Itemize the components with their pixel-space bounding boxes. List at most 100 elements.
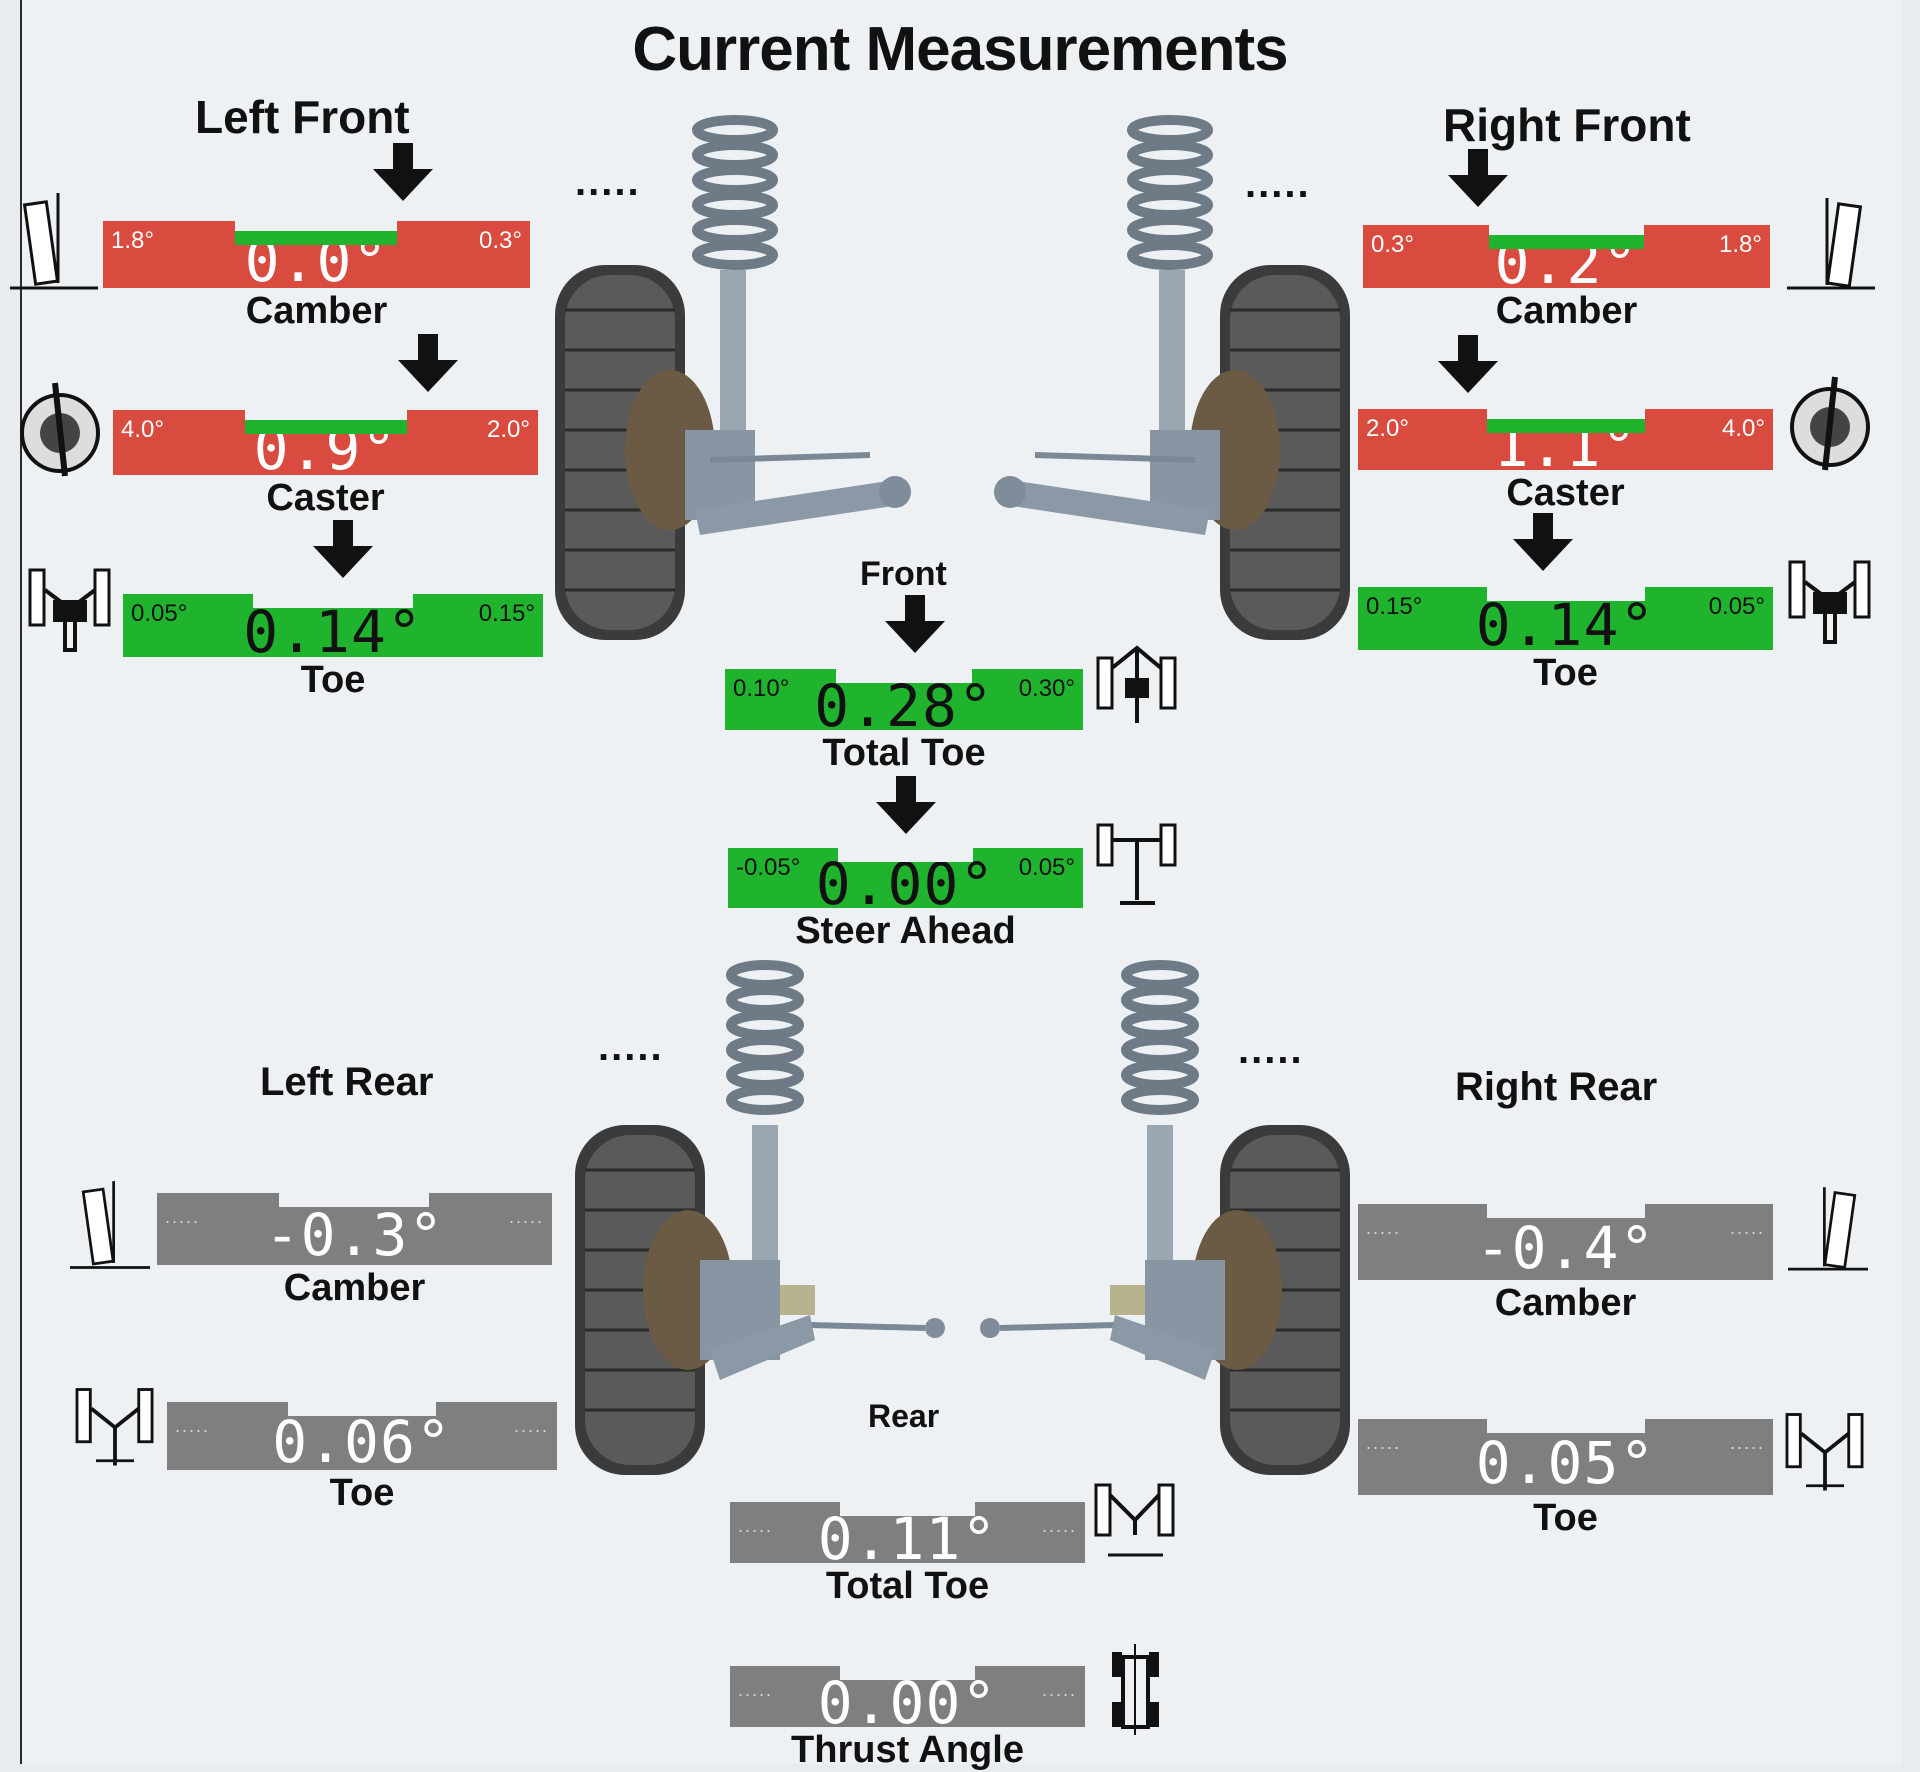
front-heading: Front <box>860 555 947 593</box>
gauge-max-limit: 4.0° <box>1722 415 1765 442</box>
gauge-value: 0.00° <box>817 1668 998 1737</box>
gauge-bar: 0.3°1.8°0.2° <box>1363 225 1770 292</box>
camber-icon <box>1787 198 1875 290</box>
gauge-min-limit: 4.0° <box>121 416 164 443</box>
gauge-min-limit: ..... <box>738 1680 774 1700</box>
gauge-label: Steer Ahead <box>795 910 1016 952</box>
gauge-tolerance-band <box>279 1193 429 1207</box>
gauge-label: Camber <box>245 290 388 332</box>
total-toe-icon <box>1094 1483 1175 1557</box>
right-front-camber-gauge[interactable]: 0.3°1.8°0.2°Camber <box>1363 149 1770 332</box>
arrow-down-icon <box>311 519 375 580</box>
rear-total-toe-gauge[interactable]: ..........0.11°Total Toe <box>730 1478 1085 1607</box>
gauge-label: Camber <box>1495 290 1638 332</box>
gauge-bar: ..........0.05° <box>1358 1419 1773 1495</box>
gauge-value: -0.3° <box>264 1201 445 1269</box>
gauge-bar: ..........0.06° <box>167 1402 557 1471</box>
front-total-toe-gauge[interactable]: 0.10°0.30°0.28°Total Toe <box>725 595 1083 774</box>
gauge-label: Toe <box>1533 652 1598 694</box>
suspension-wheel-icon <box>575 960 945 1475</box>
gauge-bar: 2.0°4.0°1.1° <box>1358 409 1773 475</box>
gauge-tolerance-band <box>838 848 973 862</box>
suspension-wheel-icon <box>555 115 911 640</box>
arrow-down-icon <box>396 333 460 394</box>
gauge-label: Camber <box>283 1267 426 1309</box>
gauge-max-limit: 0.05° <box>1708 593 1765 620</box>
steer-ahead-icon <box>1096 823 1177 905</box>
right-rear-heading: Right Rear <box>1455 1065 1658 1109</box>
left-front-toe-gauge[interactable]: 0.05°0.15°0.14°Toe <box>123 519 543 701</box>
thrust-angle-gauge[interactable]: ..........0.00°Thrust Angle <box>730 1642 1085 1771</box>
gauge-min-limit: ..... <box>165 1207 201 1227</box>
gauge-green-range <box>1487 419 1645 433</box>
gauge-max-limit: 0.30° <box>1018 675 1075 702</box>
left-rear-toe-gauge[interactable]: ..........0.06°Toe <box>167 1375 557 1514</box>
gauge-label: Caster <box>1506 472 1625 514</box>
gauge-max-limit: ..... <box>1041 1516 1077 1536</box>
camber-icon <box>1788 1187 1868 1271</box>
gauge-bar: 0.15°0.05°0.14° <box>1358 587 1773 654</box>
gauge-min-limit: ..... <box>1366 1218 1402 1238</box>
gauge-label: Toe <box>1533 1497 1598 1539</box>
gauge-bar: 1.8°0.3°0.0° <box>103 221 530 290</box>
gauge-bar: ..........0.00° <box>730 1666 1085 1732</box>
dots-right-rear: ..... <box>1238 1028 1304 1072</box>
gauge-min-limit: 1.8° <box>111 227 154 254</box>
gauge-value: 0.14° <box>1475 590 1656 659</box>
gauge-bar: ..........-0.3° <box>157 1193 552 1265</box>
gauge-max-limit: ..... <box>513 1416 549 1436</box>
gauge-label: Thrust Angle <box>791 1729 1024 1771</box>
gauge-value: 0.11° <box>817 1504 998 1573</box>
left-front-heading: Left Front <box>195 91 410 143</box>
arrow-down-icon <box>1436 335 1500 395</box>
gauge-min-limit: ..... <box>738 1516 774 1536</box>
steer-ahead-gauge[interactable]: -0.05°0.05°0.00°Steer Ahead <box>728 775 1083 952</box>
gauge-max-limit: ..... <box>508 1207 544 1227</box>
arrow-down-icon <box>1511 512 1575 573</box>
gauge-bar: 0.05°0.15°0.14° <box>123 594 543 661</box>
gauge-tolerance-band <box>1487 1419 1645 1433</box>
gauge-min-limit: ..... <box>175 1416 211 1436</box>
left-front-camber-gauge[interactable]: 1.8°0.3°0.0°Camber <box>103 142 530 332</box>
right-front-caster-gauge[interactable]: 2.0°4.0°1.1°Caster <box>1358 335 1773 514</box>
thrust-angle-icon <box>1112 1644 1159 1735</box>
caster-icon <box>1790 376 1870 471</box>
gauge-max-limit: 0.05° <box>1018 854 1075 881</box>
right-rear-toe-gauge[interactable]: ..........0.05°Toe <box>1358 1390 1773 1539</box>
gauge-tolerance-band <box>840 1502 975 1516</box>
gauge-green-range <box>235 231 397 245</box>
gauge-bar: ..........0.11° <box>730 1502 1085 1568</box>
camber-icon <box>70 1181 150 1269</box>
gauge-label: Total Toe <box>822 732 986 774</box>
gauge-label: Toe <box>329 1472 395 1514</box>
gauge-max-limit: 0.15° <box>478 600 535 627</box>
left-front-caster-gauge[interactable]: 4.0°2.0°0.9°Caster <box>113 333 538 519</box>
gauge-bar: ..........-0.4° <box>1358 1204 1773 1280</box>
dots-left-front: ..... <box>575 160 641 204</box>
gauge-min-limit: 0.3° <box>1371 231 1414 258</box>
gauge-tolerance-band <box>1487 1204 1645 1218</box>
gauge-bar: -0.05°0.05°0.00° <box>728 848 1083 913</box>
gauge-max-limit: ..... <box>1729 1218 1765 1238</box>
toe-icon <box>75 1388 154 1466</box>
gauge-tolerance-band <box>1487 587 1645 601</box>
arrow-down-icon <box>371 142 435 203</box>
gauge-max-limit: ..... <box>1041 1680 1077 1700</box>
gauge-min-limit: 2.0° <box>1366 415 1409 442</box>
gauge-min-limit: -0.05° <box>736 854 801 881</box>
left-rear-heading: Left Rear <box>260 1060 434 1104</box>
page-title: Current Measurements <box>632 15 1288 84</box>
gauge-bar: 4.0°2.0°0.9° <box>113 410 538 478</box>
gauge-label: Toe <box>300 659 366 701</box>
left-rear-camber-gauge[interactable]: ..........-0.3°Camber <box>157 1165 552 1309</box>
gauge-min-limit: 0.05° <box>131 600 188 627</box>
gauge-min-limit: ..... <box>1366 1433 1402 1453</box>
right-front-toe-gauge[interactable]: 0.15° 0.05° 0.14°Toe <box>1358 512 1773 694</box>
gauge-label: Total Toe <box>825 1565 990 1607</box>
arrow-down-icon <box>874 775 938 836</box>
gauge-min-limit: 0.15° <box>1366 593 1423 620</box>
right-rear-camber-gauge[interactable]: ..........-0.4°Camber <box>1358 1175 1773 1324</box>
gauge-bar: 0.10°0.30°0.28° <box>725 669 1083 735</box>
toe-icon <box>1788 560 1871 644</box>
suspension-wheel-icon <box>980 960 1350 1475</box>
